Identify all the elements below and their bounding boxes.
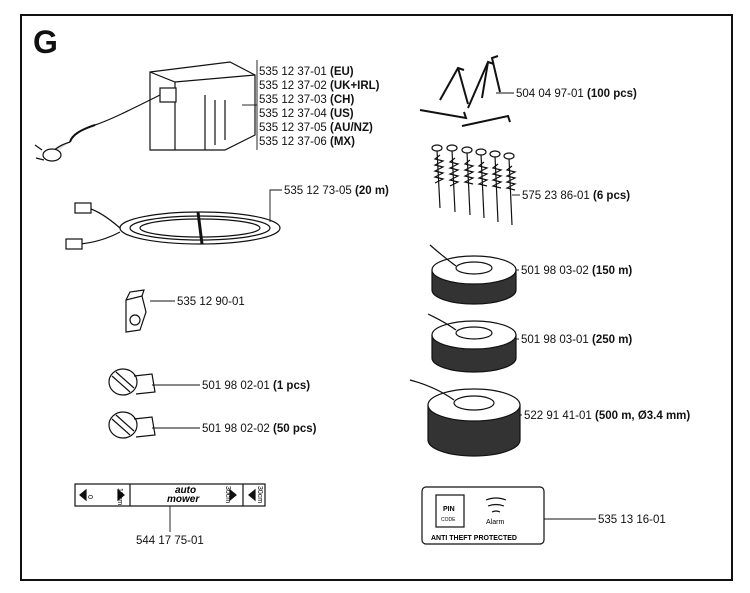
- connector-drawing: [125, 289, 147, 333]
- coupler-50-drawing: [108, 411, 156, 439]
- transformer-label-3: 535 12 37-03 (CH): [259, 94, 355, 106]
- transformer-label-5: 535 12 37-05 (AU/NZ): [259, 122, 373, 134]
- pegs-label: 504 04 97-01 (100 pcs): [516, 88, 637, 100]
- cable-drawing: [65, 202, 281, 250]
- gauge-30cm-a: 30cm: [224, 486, 231, 503]
- sticker-label: 535 13 16-01: [598, 514, 666, 526]
- wire-150-label: 501 98 03-02 (150 m): [521, 265, 633, 277]
- transformer-label-1: 535 12 37-01 (EU): [259, 66, 354, 78]
- gauge-mower: mower: [167, 494, 200, 505]
- transformer-drawing: [34, 61, 256, 162]
- wire-reel-150-drawing: [429, 244, 517, 305]
- sticker-pin: PIN: [443, 506, 455, 513]
- wire-reel-250-drawing: [427, 313, 517, 373]
- leader-lines: [150, 60, 596, 532]
- transformer-label-4: 535 12 37-04 (US): [259, 108, 354, 120]
- gauge-auto: auto: [175, 485, 196, 496]
- coupler-1-drawing: [108, 368, 156, 396]
- sticker-drawing: [421, 486, 545, 545]
- gauge-label: 544 17 75-01: [136, 535, 204, 547]
- gauge-zero: 0: [86, 495, 93, 499]
- gauge-30cm-b: 30cm: [256, 486, 263, 503]
- wire-reel-500-drawing: [409, 379, 521, 457]
- cable-label: 535 12 73-05 (20 m): [284, 185, 389, 197]
- screws-label: 575 23 86-01 (6 pcs): [522, 190, 631, 202]
- sticker-alarm: Alarm: [486, 519, 504, 526]
- connector-label: 535 12 90-01: [177, 296, 245, 308]
- gauge-10cm: 10cm: [116, 488, 123, 505]
- figure-frame: [20, 14, 733, 581]
- pegs-drawing: [419, 55, 511, 127]
- transformer-label-6: 535 12 37-06 (MX): [259, 136, 355, 148]
- transformer-label-2: 535 12 37-02 (UK+IRL): [259, 80, 380, 92]
- sticker-caption: ANTI THEFT PROTECTED: [431, 535, 517, 542]
- section-letter: G: [33, 24, 58, 60]
- wire-500-label: 522 91 41-01 (500 m, Ø3.4 mm): [524, 410, 691, 422]
- coupler-50-label: 501 98 02-02 (50 pcs): [202, 423, 317, 435]
- screws-drawing: [431, 144, 517, 226]
- coupler-1-label: 501 98 02-01 (1 pcs): [202, 380, 311, 392]
- wire-250-label: 501 98 03-01 (250 m): [521, 334, 633, 346]
- sticker-code: CODE: [441, 517, 456, 523]
